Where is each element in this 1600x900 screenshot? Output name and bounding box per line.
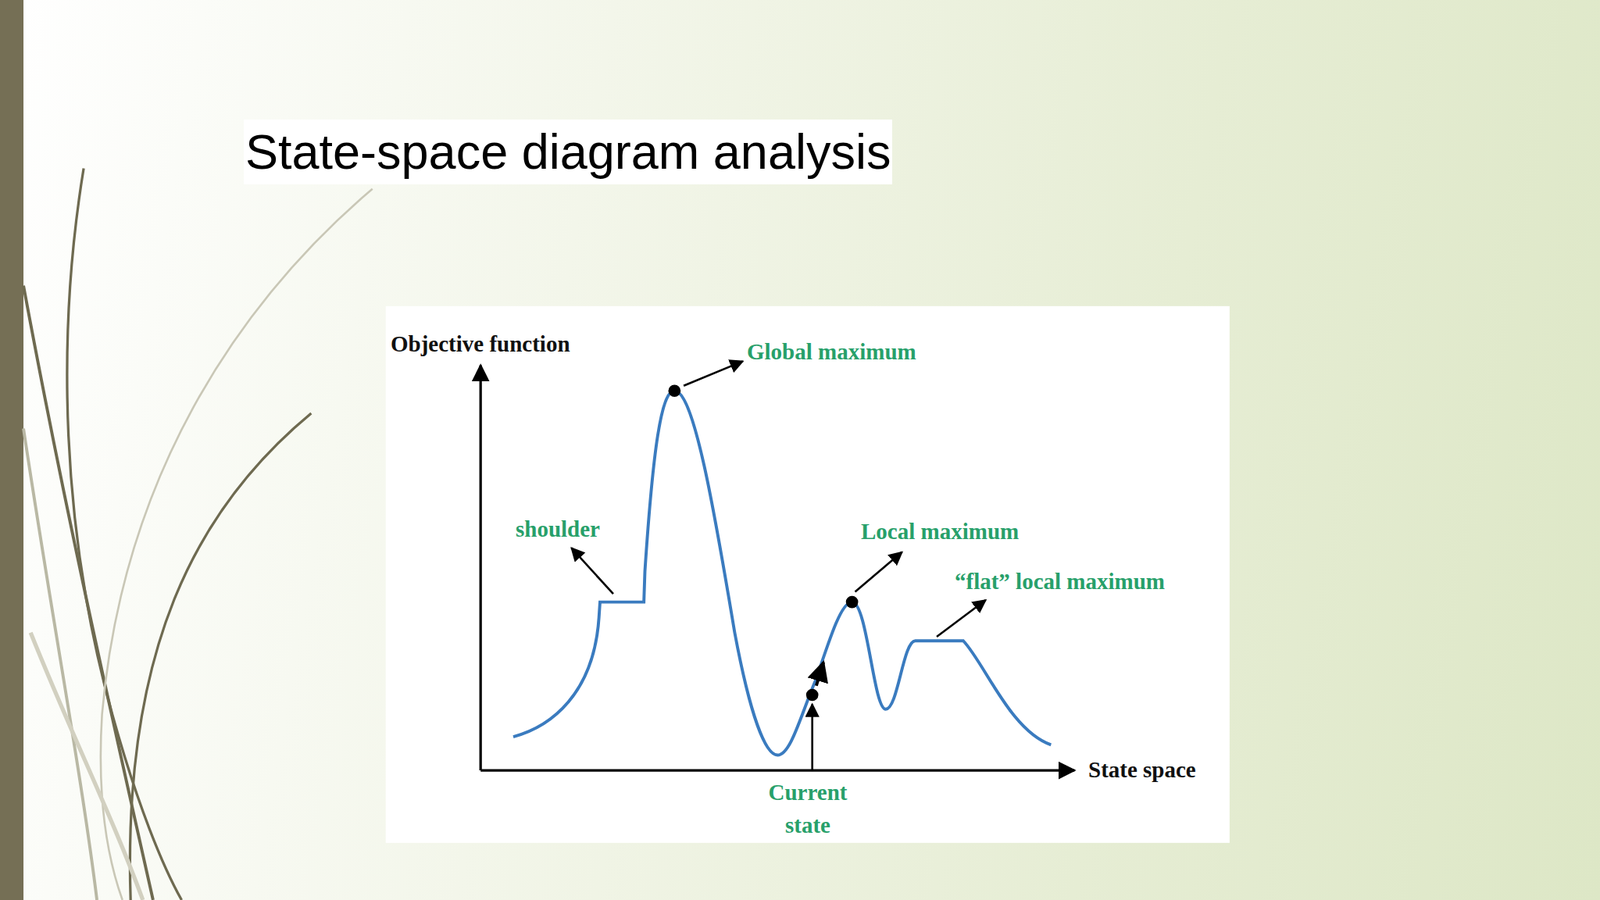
callout-label: Global maximum: [746, 338, 917, 365]
climb-arrow: [816, 662, 824, 686]
leader-lines: [571, 360, 986, 771]
side-bar: [0, 0, 24, 900]
leader-line: [810, 703, 814, 771]
callout-label: Current state: [757, 775, 859, 842]
swoosh: [23, 285, 154, 900]
global-max-dot: [668, 384, 682, 397]
callout-label: Local maximum: [860, 517, 1019, 545]
leader-line: [571, 547, 614, 594]
leader-line: [855, 552, 903, 593]
axis-label: Objective function: [390, 330, 571, 358]
figure-panel: [385, 306, 1230, 843]
swoosh: [100, 189, 373, 900]
axis-label: State space: [1088, 756, 1197, 783]
callout-label: shoulder: [515, 515, 600, 543]
swoosh: [23, 428, 97, 900]
y-axis: [479, 365, 483, 772]
decor-swooshes: [23, 168, 373, 900]
swoosh: [129, 413, 311, 900]
swoosh: [67, 168, 183, 900]
callout-label: “flat” local maximum: [954, 567, 1165, 595]
leader-line: [683, 360, 743, 386]
leader-line: [936, 600, 986, 637]
current-state-dot: [806, 689, 819, 702]
local-max-dot: [846, 596, 859, 609]
axes: [480, 365, 1075, 772]
swoosh: [30, 632, 143, 900]
state-dots: [668, 384, 859, 701]
slide-title: State-space diagram analysis: [243, 119, 893, 185]
x-axis: [480, 768, 1075, 772]
